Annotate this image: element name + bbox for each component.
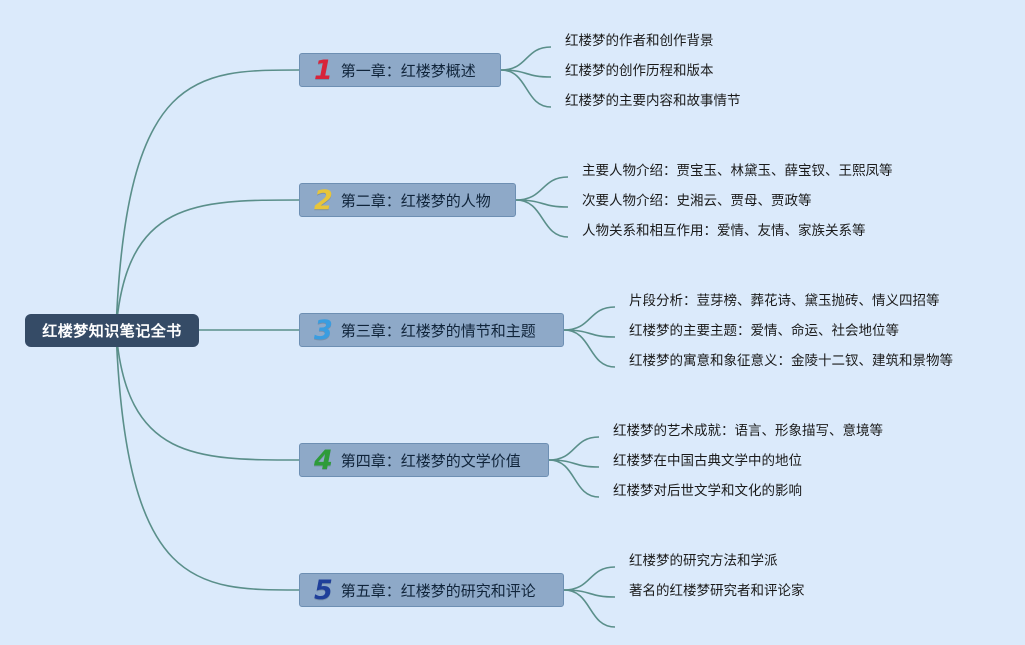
chapter-node-2[interactable]: 2 第二章：红楼梦的人物 <box>299 183 516 217</box>
connector-root-chapter-1 <box>115 69 300 331</box>
connector-chapter-3-item-3 <box>563 329 616 368</box>
leaf-item-2-3[interactable]: 人物关系和相互作用：爱情、友情、家族关系等 <box>582 223 866 239</box>
chapter-number-3: 3 <box>314 314 333 346</box>
leaf-item-3-1[interactable]: 片段分析：荳芽榜、葬花诗、黛玉抛砖、情义四招等 <box>629 293 940 309</box>
root-node[interactable]: 红楼梦知识笔记全书 <box>25 314 199 347</box>
leaf-item-3-2[interactable]: 红楼梦的主要主题：爱情、命运、社会地位等 <box>629 323 899 339</box>
connector-chapter-1-item-1 <box>500 46 552 71</box>
chapter-number-2: 2 <box>314 184 333 216</box>
leaf-item-4-2[interactable]: 红楼梦在中国古典文学中的地位 <box>613 453 802 469</box>
connector-chapter-5-item-1 <box>563 566 616 591</box>
connector-chapter-5-item-3 <box>563 589 616 628</box>
chapter-node-1[interactable]: 1 第一章：红楼梦概述 <box>299 53 501 87</box>
root-label: 红楼梦知识笔记全书 <box>42 322 182 340</box>
connector-chapter-3-item-1 <box>563 306 616 331</box>
leaf-item-5-1[interactable]: 红楼梦的研究方法和学派 <box>629 553 778 569</box>
connector-chapter-4-item-3 <box>548 459 600 498</box>
leaf-item-1-2[interactable]: 红楼梦的创作历程和版本 <box>565 63 714 79</box>
chapter-label-1: 第一章：红楼梦概述 <box>340 61 476 80</box>
leaf-item-2-2[interactable]: 次要人物介绍：史湘云、贾母、贾政等 <box>582 193 812 209</box>
connector-root-chapter-5 <box>115 329 300 591</box>
leaf-item-1-3[interactable]: 红楼梦的主要内容和故事情节 <box>565 93 741 109</box>
chapter-number-5: 5 <box>314 574 333 606</box>
leaf-item-1-1[interactable]: 红楼梦的作者和创作背景 <box>565 33 714 49</box>
chapter-number-1: 1 <box>314 54 333 86</box>
connector-root-chapter-4 <box>115 329 300 461</box>
leaf-item-4-3[interactable]: 红楼梦对后世文学和文化的影响 <box>613 483 802 499</box>
chapter-node-5[interactable]: 5 第五章：红楼梦的研究和评论 <box>299 573 564 607</box>
leaf-item-4-1[interactable]: 红楼梦的艺术成就：语言、形象描写、意境等 <box>613 423 883 439</box>
leaf-item-2-1[interactable]: 主要人物介绍：贾宝玉、林黛玉、薛宝钗、王熙凤等 <box>582 163 893 179</box>
connector-root-chapter-2 <box>115 199 300 331</box>
chapter-node-3[interactable]: 3 第三章：红楼梦的情节和主题 <box>299 313 564 347</box>
chapter-label-2: 第二章：红楼梦的人物 <box>340 191 491 210</box>
leaf-item-3-3[interactable]: 红楼梦的寓意和象征意义：金陵十二钗、建筑和景物等 <box>629 353 953 369</box>
connector-chapter-2-item-3 <box>515 199 569 238</box>
chapter-node-4[interactable]: 4 第四章：红楼梦的文学价值 <box>299 443 549 477</box>
chapter-number-4: 4 <box>314 444 333 476</box>
chapter-label-3: 第三章：红楼梦的情节和主题 <box>340 321 536 340</box>
chapter-label-4: 第四章：红楼梦的文学价值 <box>340 451 521 470</box>
chapter-label-5: 第五章：红楼梦的研究和评论 <box>340 581 536 600</box>
connector-chapter-2-item-1 <box>515 176 569 201</box>
connector-chapter-4-item-1 <box>548 436 600 461</box>
connector-chapter-1-item-3 <box>500 69 552 108</box>
leaf-item-5-2[interactable]: 著名的红楼梦研究者和评论家 <box>629 583 805 599</box>
